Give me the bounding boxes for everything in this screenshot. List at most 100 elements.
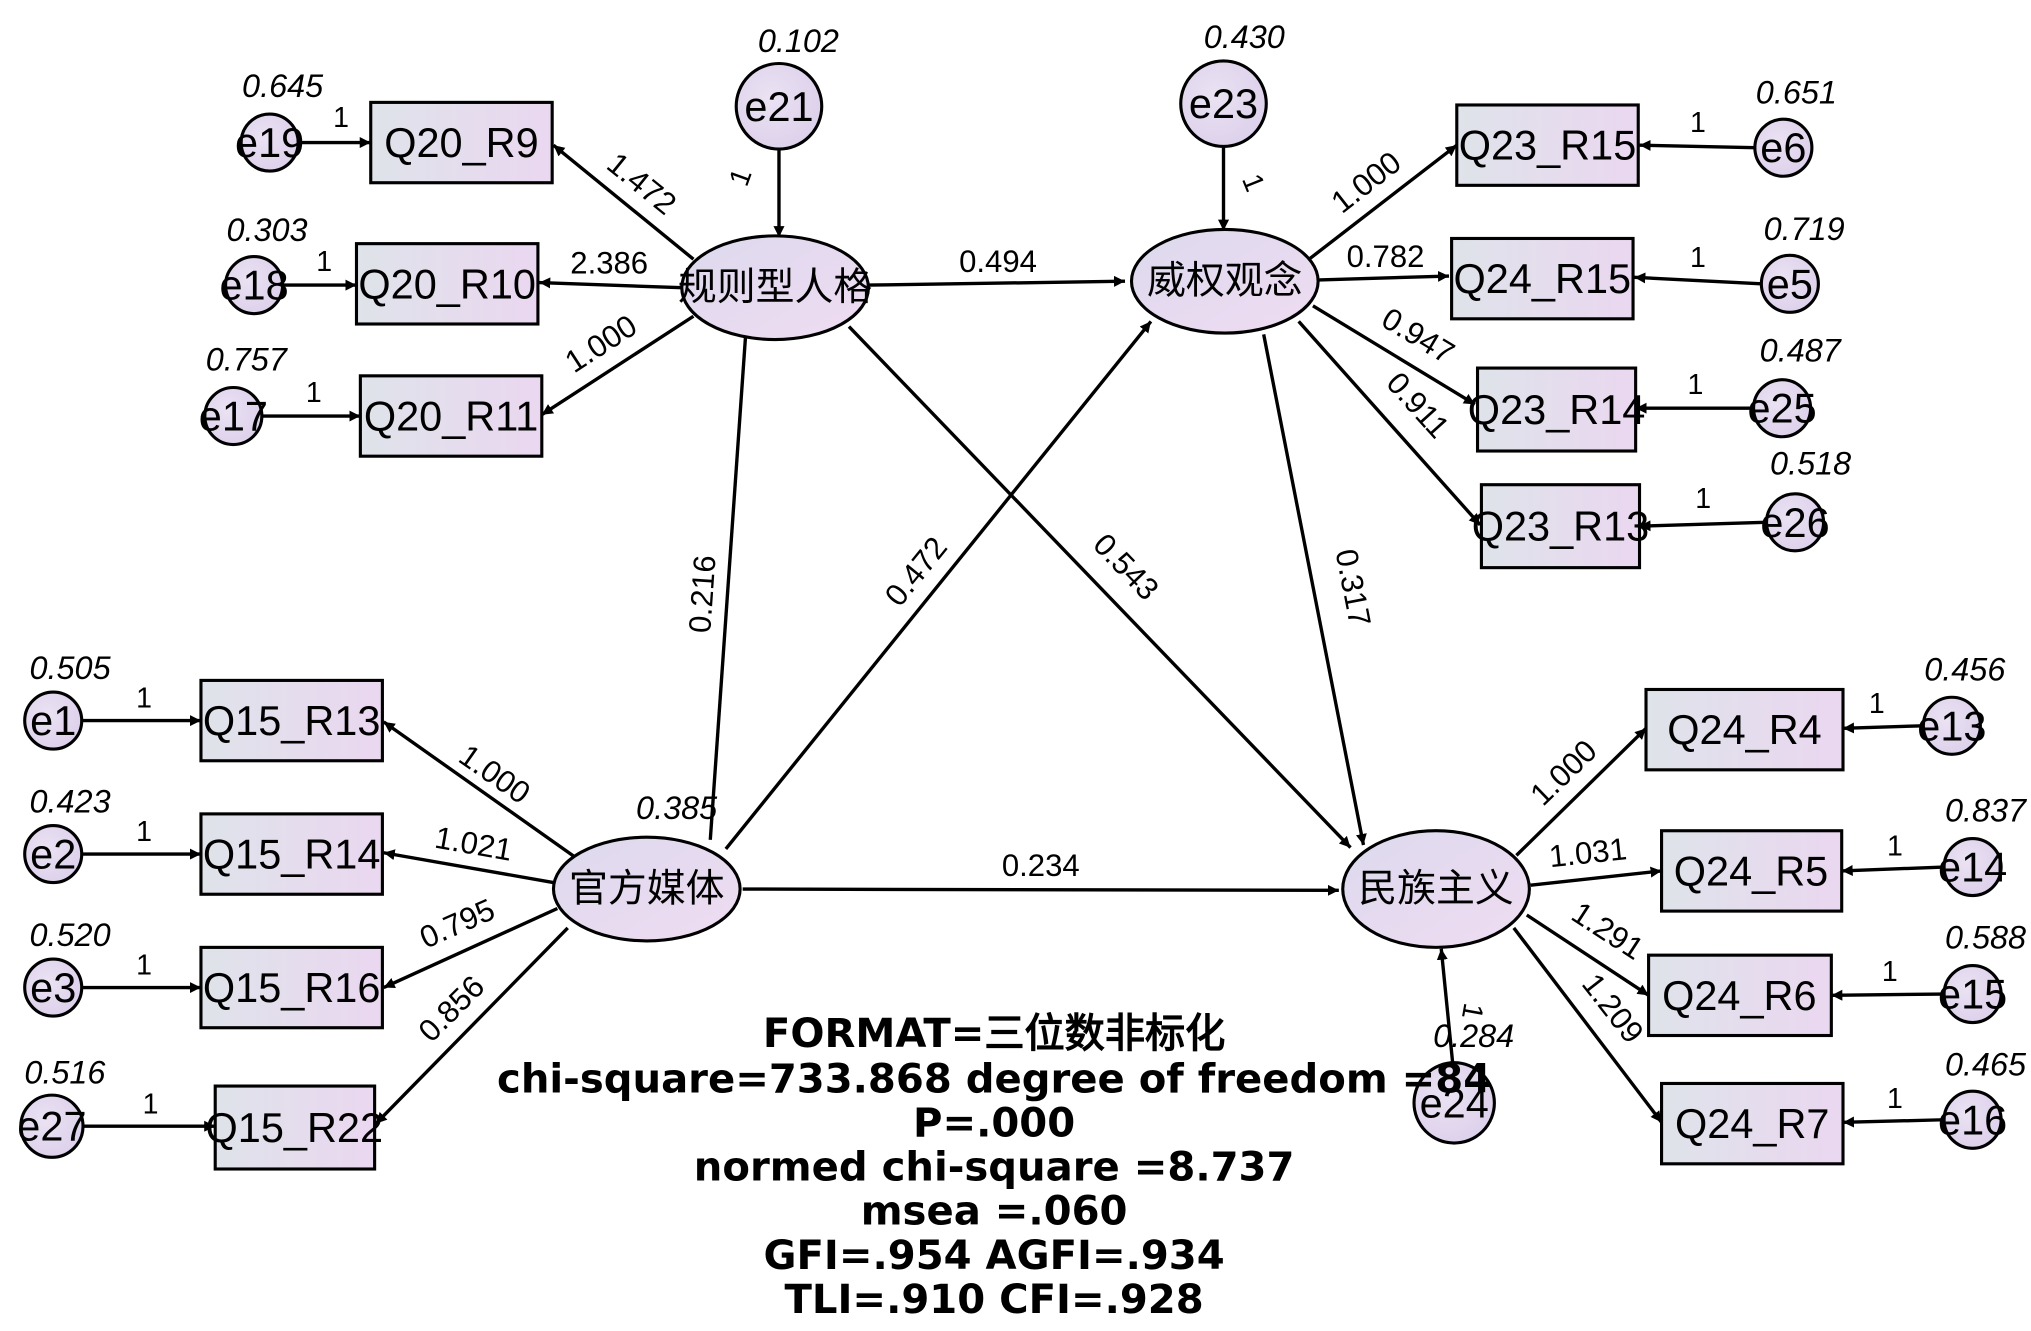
loading-auth-q23-r13	[1297, 320, 1482, 527]
loading-auth-q24-r15	[1319, 270, 1450, 282]
path-rule-to-authority	[868, 275, 1126, 287]
observed-q20-r10[interactable]: Q20_R10	[354, 242, 540, 326]
coef-nat-q24-r6: 1.291	[1566, 895, 1650, 967]
loading-rule-q20-r11	[540, 314, 695, 417]
loading-auth-q23-r14	[1312, 304, 1476, 406]
observed-q24-r15[interactable]: Q24_R15	[1450, 236, 1635, 321]
error-label: e15	[1938, 971, 2007, 1018]
fixed-one-e26: 1	[1695, 483, 1711, 515]
observed-q20-r11[interactable]: Q20_R11	[358, 374, 544, 458]
observed-q15-r16[interactable]: Q15_R16	[199, 945, 384, 1030]
error-label: e27	[17, 1103, 86, 1150]
observed-q23-r14[interactable]: Q23_R14	[1468, 366, 1646, 453]
observed-q24-r7[interactable]: Q24_R7	[1660, 1081, 1845, 1166]
observed-label: Q24_R5	[1674, 847, 1828, 894]
error-label: e26	[1760, 499, 1829, 546]
fit-rmsea-line: msea =.060	[861, 1189, 1128, 1235]
error-label: e19	[235, 119, 304, 166]
error-e26[interactable]: e26	[1760, 492, 1830, 553]
observed-q20-r9[interactable]: Q20_R9	[369, 100, 554, 185]
loading-nat-q24-r4	[1515, 727, 1648, 857]
fixed-one-e14: 1	[1887, 830, 1903, 862]
fit-p-line: P=.000	[913, 1101, 1075, 1147]
coef-nat-q24-r4: 1.000	[1523, 733, 1603, 812]
error-e2[interactable]: e2	[23, 824, 84, 885]
variance-labels: 0.102 0.430 0.284 0.645 0.303 0.757 0.65…	[24, 19, 2028, 1091]
error-e19[interactable]: e19	[235, 112, 304, 173]
variance-label-e13: 0.456	[1924, 651, 2006, 687]
error-e17[interactable]: e17	[199, 385, 268, 447]
observed-q24-r5[interactable]: Q24_R5	[1660, 829, 1844, 913]
coef-nat-q24-r5: 1.031	[1547, 831, 1628, 874]
error-e13[interactable]: e13	[1917, 695, 1986, 756]
variance-label-e21: 0.102	[758, 23, 839, 59]
fixed-one-e23: 1	[1235, 169, 1271, 196]
variance-label-e5: 0.719	[1764, 211, 1845, 247]
error-e21[interactable]: e21	[734, 61, 824, 151]
variance-label-e16: 0.465	[1945, 1047, 2027, 1083]
fit-format-line: FORMAT=三位数非标化	[763, 1011, 1225, 1057]
observed-q15-r22[interactable]: Q15_R22	[206, 1084, 384, 1171]
fixed-one-e5: 1	[1690, 242, 1706, 274]
error-label: e18	[219, 262, 288, 309]
coef-rule-q20-r9: 1.472	[600, 146, 682, 222]
coef-nat-q24-r7: 1.209	[1575, 967, 1650, 1050]
observed-label: Q15_R16	[203, 964, 381, 1011]
error-e1[interactable]: e1	[23, 690, 84, 751]
error-label: e25	[1747, 385, 1816, 432]
error-label: e16	[1938, 1096, 2007, 1143]
path-e26	[1639, 520, 1766, 532]
path-media-to-authority	[724, 320, 1153, 850]
observed-q24-r4[interactable]: Q24_R4	[1644, 687, 1845, 772]
observed-q23-r15[interactable]: Q23_R15	[1455, 103, 1640, 187]
fixed-one-e27: 1	[143, 1088, 159, 1120]
error-e15[interactable]: e15	[1938, 963, 2007, 1025]
variance-label-e14: 0.837	[1945, 793, 2028, 829]
coef-media-q15-r14: 1.021	[432, 820, 515, 868]
path-e15	[1831, 989, 1945, 1001]
error-e18[interactable]: e18	[219, 255, 289, 316]
loading-nat-q24-r5	[1530, 866, 1662, 887]
path-e13	[1842, 722, 1924, 734]
variance-label-e3: 0.520	[30, 917, 111, 953]
observed-label: Q20_R10	[358, 260, 536, 307]
latent-nationalism[interactable]: 民族主义	[1341, 829, 1531, 949]
error-e27[interactable]: e27	[17, 1093, 87, 1159]
loading-nat-q24-r7	[1512, 926, 1663, 1124]
latent-rule-personality[interactable]: 规则型人格	[678, 234, 872, 342]
coef-authority-nationalism: 0.317	[1328, 546, 1377, 629]
fit-gfi-line: GFI=.954 AGFI=.934	[764, 1233, 1225, 1279]
error-e23[interactable]: e23	[1179, 59, 1268, 149]
variance-label-e27: 0.516	[24, 1054, 106, 1090]
latent-official-media[interactable]: 官方媒体	[551, 835, 742, 943]
coef-media-rule: 0.216	[682, 554, 722, 634]
observed-label: Q15_R22	[206, 1104, 384, 1151]
coef-rule-nationalism: 0.543	[1086, 527, 1165, 607]
coef-media-q15-r16: 0.795	[415, 892, 500, 956]
loading-media-q15-r13	[382, 720, 580, 861]
coef-rule-q20-r11: 1.000	[559, 308, 643, 380]
error-e25[interactable]: e25	[1747, 378, 1817, 439]
fixed-one-e24: 1	[1455, 1001, 1489, 1022]
observed-label: Q23_R15	[1459, 122, 1637, 169]
observed-label: Q24_R7	[1675, 1100, 1829, 1147]
error-label: e23	[1189, 80, 1258, 127]
latent-authority[interactable]: 威权观念	[1129, 227, 1320, 335]
path-media-to-nationalism	[742, 884, 1339, 896]
observed-q24-r6[interactable]: Q24_R6	[1647, 953, 1833, 1038]
error-label: e21	[744, 83, 813, 130]
observed-label: Q20_R9	[384, 119, 538, 166]
error-e6[interactable]: e6	[1753, 117, 1814, 178]
error-e16[interactable]: e16	[1938, 1089, 2007, 1150]
observed-q23-r13[interactable]: Q23_R13	[1472, 483, 1650, 570]
error-e3[interactable]: e3	[23, 957, 84, 1018]
path-e5	[1634, 272, 1762, 286]
path-e6	[1639, 139, 1755, 151]
error-e14[interactable]: e14	[1938, 836, 2007, 898]
error-e24[interactable]: e24	[1412, 1061, 1496, 1145]
observed-q15-r14[interactable]: Q15_R14	[199, 812, 384, 896]
observed-q15-r13[interactable]: Q15_R13	[199, 678, 384, 763]
coef-media-nationalism: 0.234	[1002, 848, 1080, 883]
error-e5[interactable]: e5	[1759, 253, 1820, 314]
